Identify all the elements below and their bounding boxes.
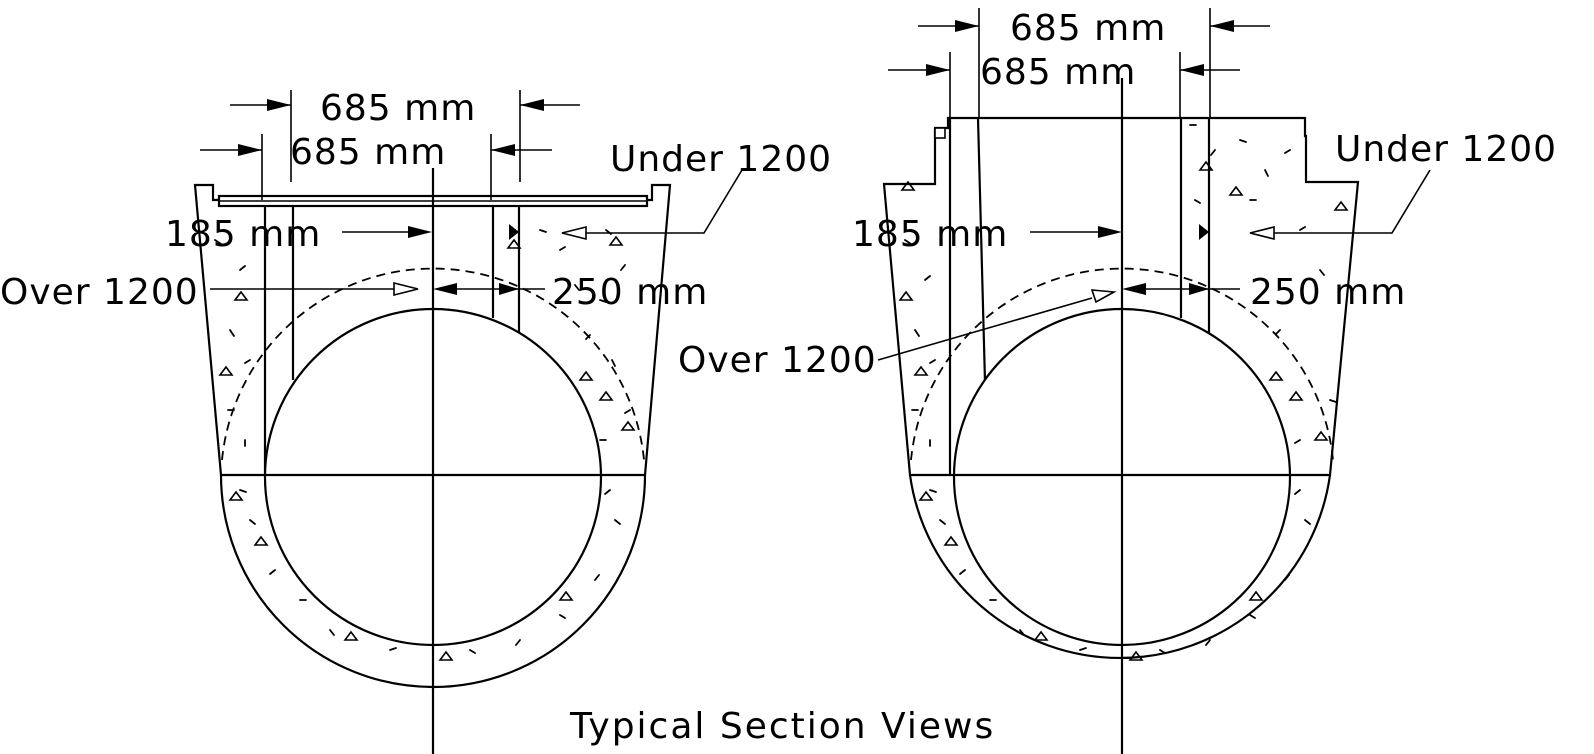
- left-label-over: Over 1200: [0, 272, 199, 313]
- left-dim-side-label: 250 mm: [552, 272, 708, 313]
- right-dim-outer-label: 685 mm: [1010, 8, 1166, 49]
- left-section-view: 685 mm 685 mm Under 1200 185 mm Over 120…: [0, 88, 832, 754]
- right-dim-wall-label: 185 mm: [852, 214, 1008, 255]
- right-label-under: Under 1200: [1335, 129, 1557, 170]
- left-label-under: Under 1200: [610, 139, 832, 180]
- right-dim-side-label: 250 mm: [1250, 272, 1406, 313]
- left-dim-inner-label: 685 mm: [290, 132, 446, 173]
- right-under-leader: [1272, 169, 1431, 234]
- right-riser-wall: [976, 117, 987, 383]
- left-under-leader: [585, 169, 743, 234]
- right-over-leader: [877, 297, 1093, 361]
- drawing-title: Typical Section Views: [569, 706, 995, 747]
- right-dashed-outline: [910, 267, 1334, 461]
- left-dashed-outline: [221, 267, 645, 461]
- left-concrete-texture: [214, 229, 636, 661]
- left-dim-inner: [200, 134, 552, 200]
- right-dim-inner: [888, 52, 1240, 118]
- right-dim-outer: [918, 8, 1270, 118]
- right-dim-inner-label: 685 mm: [980, 52, 1136, 93]
- right-section-view: 685 mm 685 mm Under 1200 185 mm 250 mm O…: [678, 8, 1557, 754]
- left-dim-wall-label: 185 mm: [165, 214, 321, 255]
- left-dim-outer-label: 685 mm: [320, 88, 476, 129]
- left-dim-outer: [230, 90, 580, 182]
- right-label-over: Over 1200: [678, 340, 877, 381]
- right-concrete-texture: [898, 124, 1349, 661]
